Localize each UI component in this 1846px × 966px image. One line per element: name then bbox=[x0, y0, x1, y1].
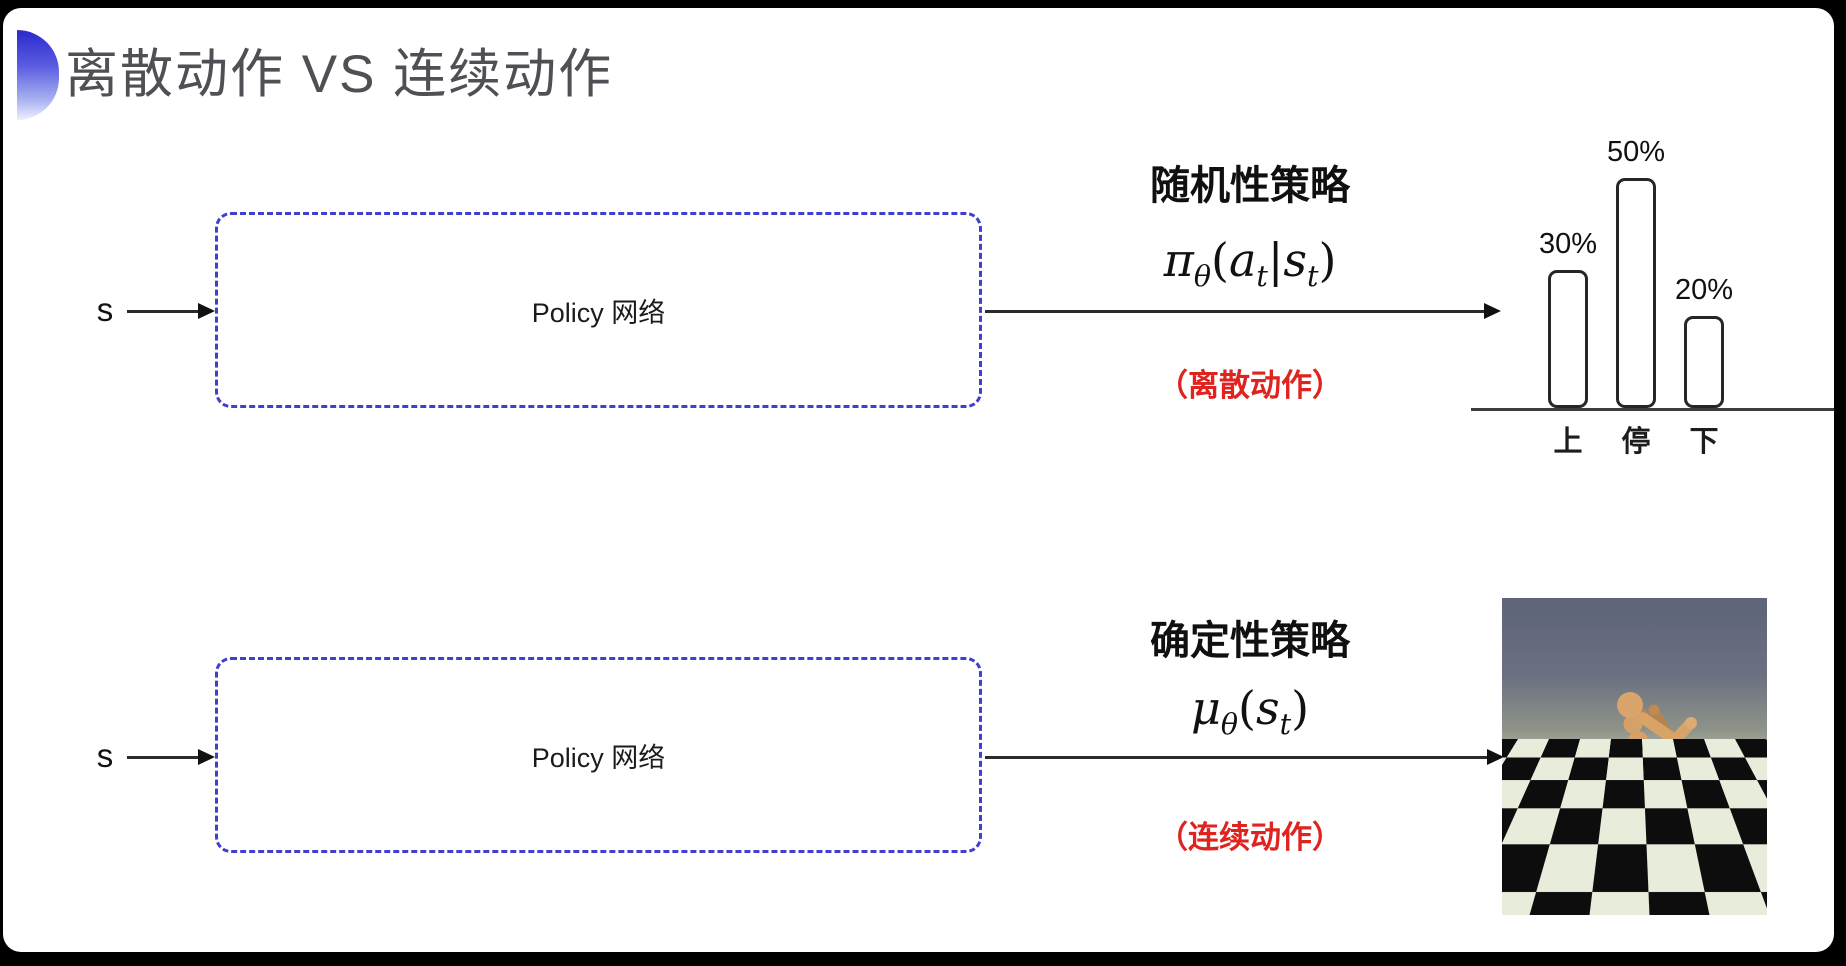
bar-category-label: 停 bbox=[1621, 426, 1651, 458]
action-type-note-bottom: （连续动作） bbox=[1157, 820, 1343, 855]
input-arrow-bottom bbox=[127, 756, 201, 759]
policy-network-box-top: Policy 网络 bbox=[215, 212, 982, 408]
bar-category-label: 下 bbox=[1689, 426, 1719, 458]
formula-open-paren: ( bbox=[1211, 233, 1229, 287]
policy-network-label-top: Policy 网络 bbox=[531, 297, 666, 328]
policy-type-title-top: 随机性策略 bbox=[1150, 164, 1350, 208]
formula-close-paren: ) bbox=[1318, 233, 1337, 287]
formula-open-paren-bottom: ( bbox=[1238, 681, 1256, 735]
formula-pipe: | bbox=[1267, 233, 1284, 287]
formula-pi: π bbox=[1163, 233, 1194, 287]
input-arrowhead-top bbox=[198, 303, 215, 319]
bar-chart: 30% 上 50% 停 20% 下 bbox=[1471, 98, 1834, 470]
bar-value-label: 20% bbox=[1674, 274, 1734, 306]
output-arrowhead-bottom bbox=[1487, 749, 1504, 765]
action-type-note-top: （离散动作） bbox=[1157, 368, 1343, 403]
output-arrow-bottom bbox=[985, 756, 1488, 759]
formula-action-var: a bbox=[1228, 233, 1257, 287]
formula-t-sub: t bbox=[1256, 260, 1268, 294]
state-input-label-bottom: s bbox=[96, 737, 114, 774]
policy-formula-bottom: μθ(st) bbox=[1085, 682, 1415, 751]
policy-network-label-bottom: Policy 网络 bbox=[531, 742, 666, 773]
formula-t-sub2: t bbox=[1306, 260, 1319, 294]
bar-category-label: 上 bbox=[1553, 426, 1583, 458]
formula-state-var: s bbox=[1283, 233, 1307, 287]
policy-network-box-bottom: Policy 网络 bbox=[215, 657, 982, 853]
output-arrowhead-top bbox=[1484, 303, 1501, 319]
policy-formula-top: πθ(at|st) bbox=[1085, 234, 1415, 303]
formula-close-paren-bottom: ) bbox=[1291, 681, 1310, 735]
formula-t-sub-bottom: t bbox=[1279, 708, 1292, 742]
output-arrow-top bbox=[985, 310, 1485, 313]
humanoid-robot-image bbox=[1502, 598, 1767, 915]
chart-baseline bbox=[1471, 408, 1834, 411]
humanoid-figure bbox=[1546, 692, 1697, 915]
input-arrow-top bbox=[127, 310, 201, 313]
slide: 离散动作 VS 连续动作 s Policy 网络 随机性策略 πθ(at|st)… bbox=[3, 8, 1834, 952]
policy-type-title-bottom: 确定性策略 bbox=[1150, 619, 1350, 663]
formula-theta-sub: θ bbox=[1193, 260, 1211, 294]
title-accent-shape bbox=[17, 30, 59, 120]
bar bbox=[1548, 270, 1588, 408]
page-title: 离散动作 VS 连续动作 bbox=[65, 45, 614, 104]
bar-value-label: 30% bbox=[1538, 228, 1598, 260]
formula-mu: μ bbox=[1190, 681, 1221, 735]
bar bbox=[1616, 178, 1656, 408]
bar bbox=[1684, 316, 1724, 408]
bar-value-label: 50% bbox=[1606, 136, 1666, 168]
input-arrowhead-bottom bbox=[198, 749, 215, 765]
formula-theta-sub-bottom: θ bbox=[1220, 708, 1239, 742]
state-input-label-top: s bbox=[96, 291, 114, 328]
formula-state-var-bottom: s bbox=[1256, 681, 1280, 735]
